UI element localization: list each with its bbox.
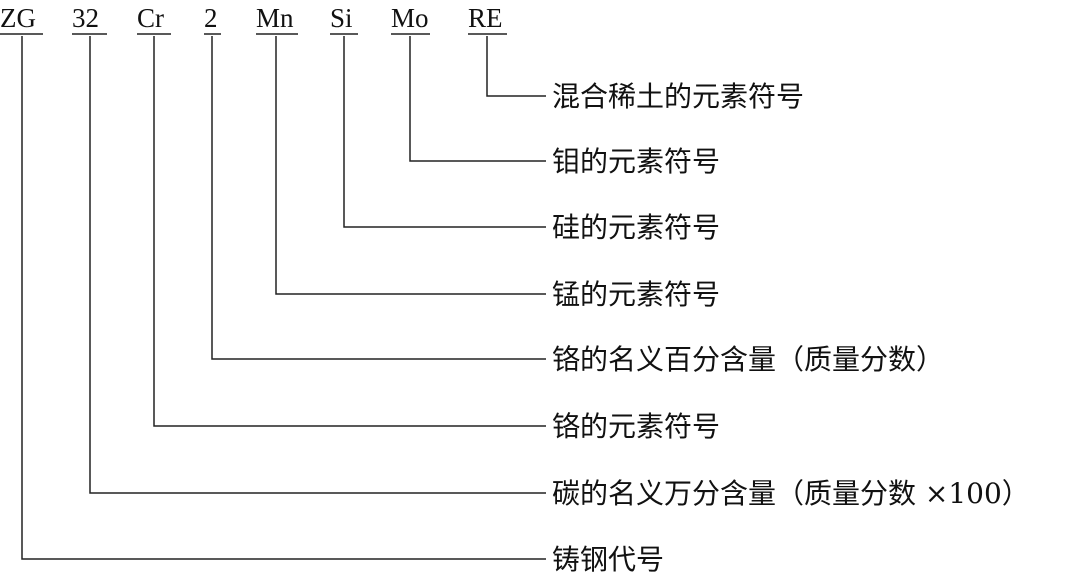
leader-line-2	[211, 36, 546, 360]
leader-line-re	[486, 36, 546, 97]
leader-line-cr	[153, 36, 546, 427]
code-re: RE	[468, 3, 503, 33]
code-32: 32	[72, 3, 99, 33]
description-mn: 锰的元素符号	[552, 278, 720, 311]
code-cr: Cr	[137, 3, 164, 33]
leader-line-si	[343, 36, 546, 228]
leader-line-zg	[21, 36, 546, 560]
code-zg: ZG	[0, 3, 36, 33]
description-zg: 铸钢代号	[552, 543, 664, 575]
code-si: Si	[330, 3, 353, 33]
description-si: 硅的元素符号	[552, 211, 720, 244]
code-2: 2	[204, 3, 218, 33]
leader-line-32	[89, 36, 546, 494]
description-re: 混合稀土的元素符号	[552, 80, 804, 113]
description-32: 碳的名义万分含量（质量分数 ×100）	[552, 477, 1030, 510]
code-mo: Mo	[391, 3, 429, 33]
description-2: 铬的名义百分含量（质量分数）	[552, 343, 944, 376]
code-mn: Mn	[256, 3, 294, 33]
leader-line-mo	[409, 36, 546, 162]
description-mo: 钼的元素符号	[552, 145, 720, 178]
leader-line-mn	[275, 36, 546, 295]
description-cr: 铬的元素符号	[552, 410, 720, 443]
